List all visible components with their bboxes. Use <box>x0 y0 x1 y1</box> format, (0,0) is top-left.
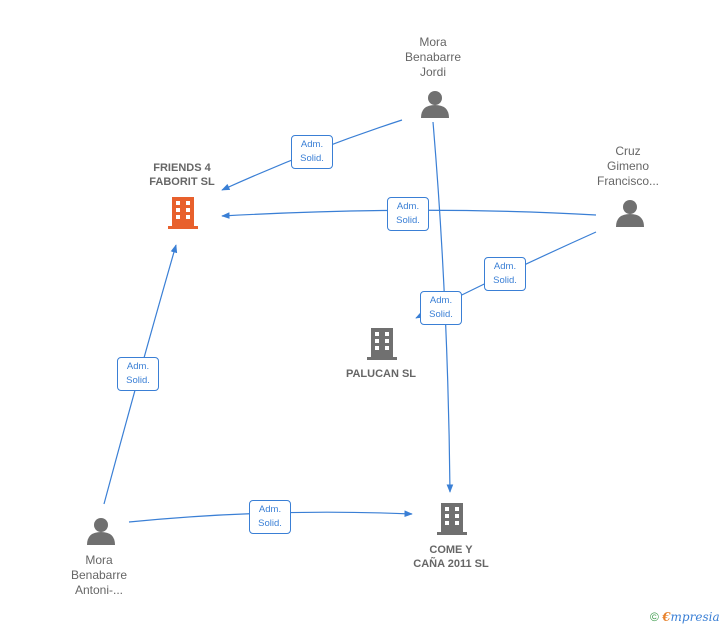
label-line: Benabarre <box>404 50 462 64</box>
user-icon[interactable] <box>421 91 449 118</box>
edge-label-antoni-friends[interactable]: Adm. Solid. <box>117 357 159 391</box>
edge-label-line: Solid. <box>258 518 282 529</box>
user-icon[interactable] <box>87 518 115 545</box>
edge-label-line: Solid. <box>493 275 517 286</box>
user-icon[interactable] <box>616 200 644 227</box>
building-icon[interactable] <box>367 328 397 360</box>
edge-label-line: Solid. <box>396 215 420 226</box>
label-line: FABORIT SL <box>149 176 215 188</box>
edge-label-line: Adm. <box>493 261 517 272</box>
building-icon[interactable] <box>437 503 467 535</box>
person-label-jordi[interactable]: Mora Benabarre Jordi <box>378 35 488 80</box>
label-line: Francisco... <box>596 174 659 188</box>
edge-label-cruz-friends[interactable]: Adm. Solid. <box>387 197 429 231</box>
edge-label-cruz-palucan[interactable]: Adm. Solid. <box>484 257 526 291</box>
label-line: CAÑA 2011 SL <box>413 558 489 570</box>
person-label-antoni[interactable]: Mora Benabarre Antoni-... <box>44 553 154 598</box>
person-label-cruz[interactable]: Cruz Gimeno Francisco... <box>573 144 683 189</box>
edge-label-jordi-friends[interactable]: Adm. Solid. <box>291 135 333 169</box>
edge-label-line: Solid. <box>126 375 150 386</box>
edge-label-jordi-come[interactable]: Adm. Solid. <box>420 291 462 325</box>
edge-label-antoni-come[interactable]: Adm. Solid. <box>249 500 291 534</box>
label-line: Jordi <box>419 65 446 79</box>
label-line: Mora <box>419 35 447 49</box>
edge-label-line: Adm. <box>429 295 453 306</box>
copyright-footer: © €mpresia <box>650 610 720 624</box>
edge-label-line: Solid. <box>300 153 324 164</box>
company-label-friends[interactable]: FRIENDS 4 FABORIT SL <box>112 161 252 189</box>
edge-label-line: Adm. <box>396 201 420 212</box>
label-line: FRIENDS 4 <box>153 162 211 174</box>
label-line: Cruz <box>615 144 641 158</box>
label-line: Mora <box>85 553 113 567</box>
label-line: COME Y <box>429 544 473 556</box>
edge-label-line: Adm. <box>126 361 150 372</box>
building-icon[interactable] <box>168 197 198 229</box>
edge-label-line: Adm. <box>300 139 324 150</box>
copyright-icon: © <box>650 610 659 624</box>
company-label-palucan[interactable]: PALUCAN SL <box>311 367 451 381</box>
company-label-come[interactable]: COME Y CAÑA 2011 SL <box>381 543 521 571</box>
empresia-logo[interactable]: €mpresia <box>662 610 719 624</box>
label-line: PALUCAN SL <box>345 368 417 380</box>
brand-initial: € <box>662 610 671 624</box>
label-line: Antoni-... <box>74 583 124 597</box>
edge-label-line: Solid. <box>429 309 453 320</box>
edge-label-line: Adm. <box>258 504 282 515</box>
brand-name: mpresia <box>670 610 720 624</box>
label-line: Benabarre <box>70 568 128 582</box>
label-line: Gimeno <box>606 159 650 173</box>
